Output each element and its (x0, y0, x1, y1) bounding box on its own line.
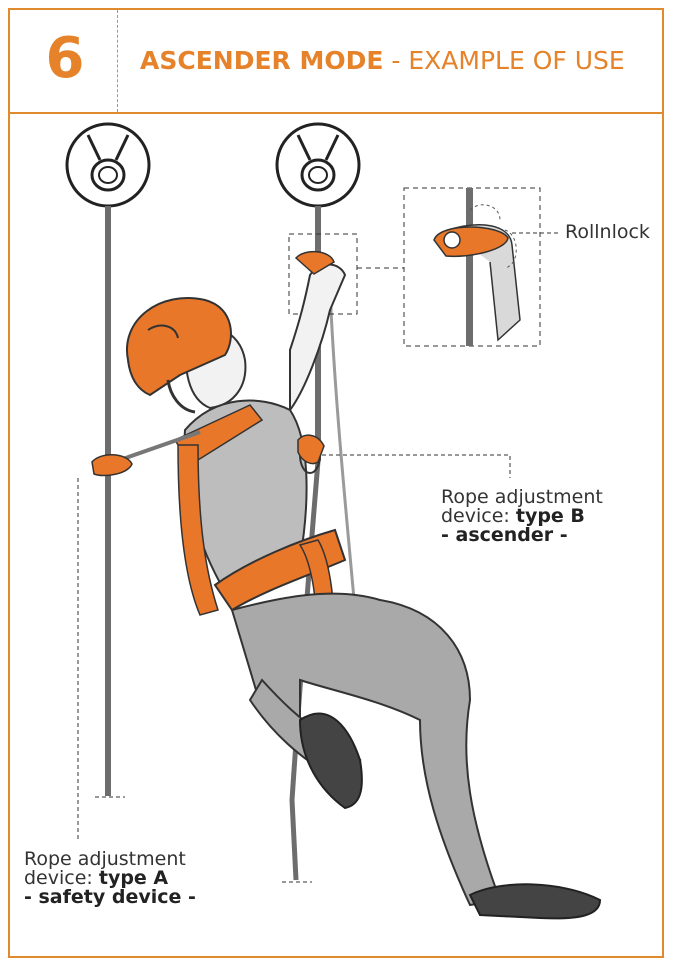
carabiner-icon (297, 434, 325, 474)
step-number: 6 (45, 26, 85, 91)
page-title: ASCENDER MODE - EXAMPLE OF USE (140, 44, 625, 78)
number-divider (117, 10, 118, 112)
type-b-line2: device: type B (441, 507, 603, 526)
type-b-bold: type B (515, 505, 585, 527)
type-a-line3: - safety device - (24, 888, 196, 907)
safety-rope (105, 206, 111, 796)
type-b-callout: Rope adjustment device: type B - ascende… (441, 488, 603, 545)
rollnlock-label: Rollnlock (565, 221, 650, 243)
title-rest: - EXAMPLE OF USE (383, 46, 625, 75)
anchor-point-icon (275, 122, 361, 208)
title-bold: ASCENDER MODE (140, 46, 384, 75)
type-a-callout: Rope adjustment device: type A - safety … (24, 850, 196, 907)
type-a-line2: device: type A (24, 869, 196, 888)
type-a-line1: Rope adjustment (24, 848, 186, 870)
panel-frame (8, 8, 664, 958)
type-b-line3: - ascender - (441, 526, 603, 545)
type-a-bold: type A (98, 867, 169, 889)
type-b-line1: Rope adjustment (441, 486, 603, 508)
type-a-role: - safety device - (24, 886, 196, 908)
type-b-prefix: device: (441, 505, 516, 527)
rope-clamp-icon (91, 454, 133, 477)
rope-clamp-icon (433, 226, 509, 258)
header-divider (8, 112, 664, 114)
type-b-role: - ascender - (441, 524, 568, 546)
type-a-prefix: device: (24, 867, 99, 889)
helmet-icon (125, 297, 232, 397)
anchor-point-icon (65, 122, 151, 208)
